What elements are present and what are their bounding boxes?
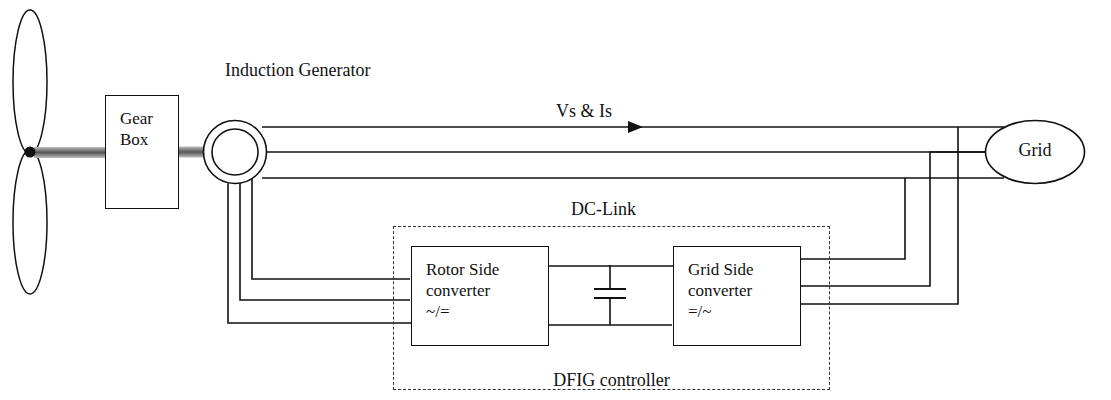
turbine-shaft <box>34 147 106 158</box>
wire-connector <box>267 151 985 153</box>
wire-connector <box>179 147 205 158</box>
node-text: Rotor Side converter <box>426 259 526 301</box>
generator-circle-outline <box>203 120 267 184</box>
grid-side-wire <box>800 178 905 259</box>
node-text: Gear Box <box>120 108 164 150</box>
gearbox-box: Gear Box <box>105 95 179 209</box>
node-text: ~/= <box>426 301 538 322</box>
rotor-wire <box>240 182 410 300</box>
rotor-wire <box>252 179 410 279</box>
capacitor-plate <box>594 289 626 298</box>
turbine-blade <box>13 10 47 154</box>
node-text: Induction Generator <box>225 60 370 81</box>
grid-ellipse: Grid <box>985 120 1085 184</box>
turbine-hub <box>25 147 36 158</box>
capacitor-lead <box>609 265 611 325</box>
stator-wire <box>262 177 1004 179</box>
wire-connector <box>549 265 673 267</box>
grid-side-wire <box>800 127 958 304</box>
signal-label: Vs & Is <box>556 101 612 122</box>
converter-box: Grid Side converter=/~ <box>673 246 801 346</box>
node-text: DFIG controller <box>394 370 829 391</box>
wire-connector <box>801 152 985 286</box>
node-text: Grid Side converter <box>688 259 788 301</box>
turbine-blade <box>13 150 47 294</box>
bus-label: DC-Link <box>571 199 636 220</box>
wire-connector <box>228 183 411 323</box>
controller-group: DFIG controller Rotor Side converter~/= Gr… <box>393 226 830 390</box>
generator-circle: Induction Generator <box>203 120 267 184</box>
converter-box: Rotor Side converter~/= <box>411 246 549 346</box>
node-text: Grid <box>985 140 1085 161</box>
node-text: =/~ <box>688 301 790 322</box>
flow-arrowhead <box>628 121 643 133</box>
